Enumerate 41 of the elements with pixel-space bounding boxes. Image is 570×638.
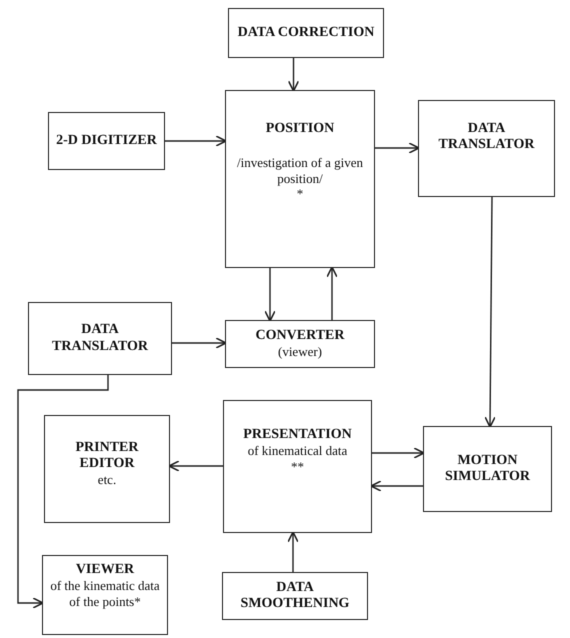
arrow <box>375 142 420 154</box>
process-box <box>28 302 172 375</box>
box-title: POSITION <box>266 121 334 138</box>
box-title: DATA CORRECTION <box>238 24 374 42</box>
process-box <box>223 400 372 533</box>
box-text: (viewer) <box>278 344 322 360</box>
arrow <box>484 197 496 428</box>
box-title: PRINTER EDITOR <box>74 440 140 472</box>
process-box <box>423 426 552 512</box>
arrow <box>372 447 425 459</box>
arrow <box>17 375 109 609</box>
box-text: of kinematical data <box>248 443 348 459</box>
arrow <box>287 531 299 572</box>
box-title: DATA TRANSLATOR <box>51 322 150 355</box>
box-title: DATA SMOOTHENING <box>240 580 350 612</box>
box-text: of the kinematic data of the points* <box>49 578 161 610</box>
box-title: PRESENTATION <box>243 427 352 444</box>
box-text: * <box>296 186 304 202</box>
arrow <box>165 135 227 147</box>
box-title: VIEWER <box>76 562 134 578</box>
process-box <box>42 555 168 635</box>
process-box <box>418 100 555 197</box>
box-title: MOTION SIMULATOR <box>444 452 532 486</box>
box-title: DATA TRANSLATOR <box>438 121 536 154</box>
box-title: CONVERTER <box>256 328 344 344</box>
box-text: etc. <box>98 472 116 488</box>
arrow <box>168 460 223 472</box>
box-text: ** <box>291 458 304 474</box>
arrow <box>370 480 423 492</box>
process-box <box>225 90 375 268</box>
process-box <box>48 112 165 170</box>
box-title: 2-D DIGITIZER <box>56 132 157 150</box>
arrow <box>288 58 300 92</box>
box-text: /investigation of a given position/ <box>236 155 364 186</box>
arrow <box>326 266 338 320</box>
process-box <box>44 415 170 523</box>
arrow <box>172 337 227 349</box>
process-box <box>225 320 375 368</box>
process-box <box>228 8 384 58</box>
arrow <box>264 268 276 322</box>
process-box <box>222 572 368 620</box>
